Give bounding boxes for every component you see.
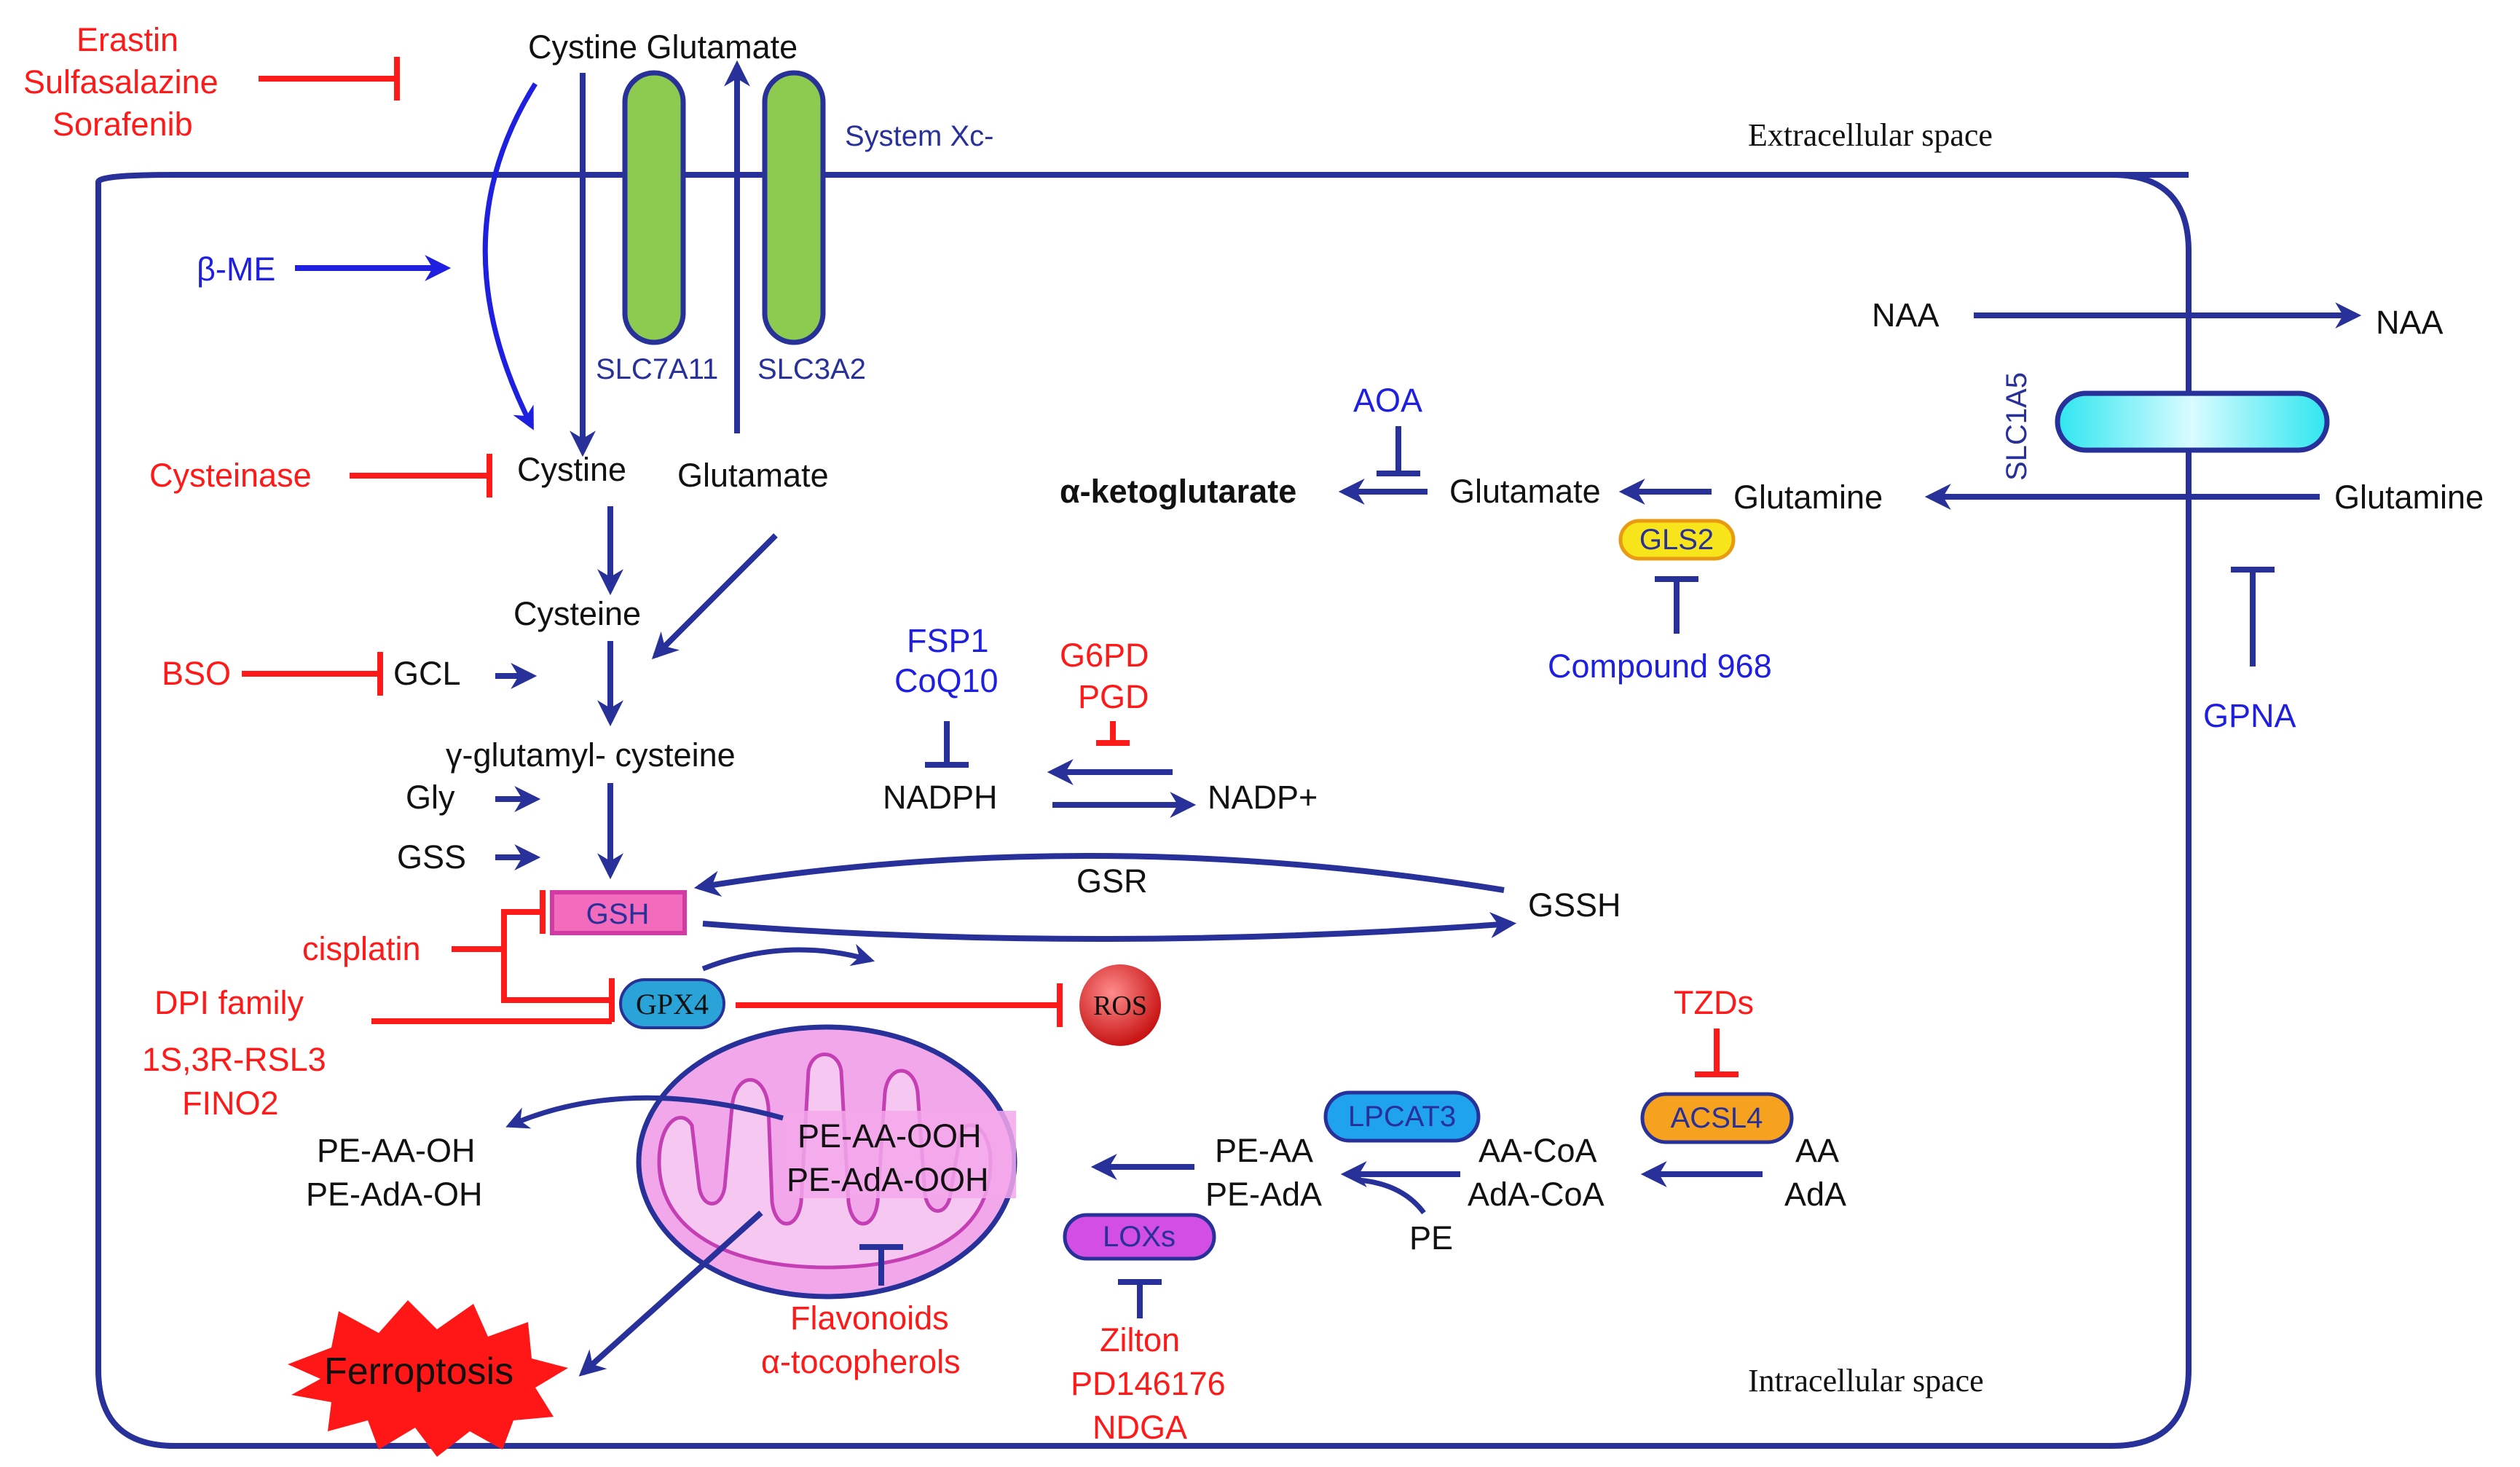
beta-me-curve-arrow [482, 82, 538, 430]
ada-coa-label: AdA-CoA [1468, 1176, 1604, 1213]
gpx4-label: GPX4 [636, 988, 709, 1020]
acsl4-label: ACSL4 [1671, 1102, 1763, 1134]
dpi-family-label: DPI family [154, 984, 304, 1021]
glutamine-extracellular-label: Glutamine [2334, 479, 2484, 516]
beta-me-label: β-ME [197, 251, 275, 288]
cystine-label: Cystine [517, 451, 626, 488]
tzds-label: TZDs [1674, 984, 1754, 1021]
lpcat3-label: LPCAT3 [1348, 1101, 1456, 1133]
cystine-glutamate-label: Cystine Glutamate [528, 28, 798, 66]
pgd-label: PGD [1078, 678, 1149, 715]
fsp1-label: FSP1 [907, 622, 989, 659]
slc1a5-label: SLC1A5 [2001, 372, 2033, 481]
naa-inside-label: NAA [1872, 296, 1940, 334]
cisplatin-label: cisplatin [302, 930, 421, 967]
gsh-box [550, 890, 687, 935]
flavonoids-label: Flavonoids [790, 1299, 949, 1337]
pe-ada-ooh-label: PE-AdA-OOH [787, 1161, 989, 1198]
nadph-label: NADPH [883, 779, 998, 816]
system-xc-label: System Xc- [845, 120, 993, 152]
ferroptosis-label: Ferroptosis [324, 1350, 513, 1393]
pe-aa-ooh-label: PE-AA-OOH [798, 1117, 982, 1155]
loxs-label: LOXs [1103, 1221, 1176, 1253]
aoa-label: AOA [1353, 382, 1422, 419]
pe-label: PE [1409, 1219, 1453, 1256]
pe-join-curve [1358, 1177, 1426, 1215]
cell-membrane [95, 172, 2192, 1449]
ferroptosis-burst [288, 1300, 568, 1457]
ros-label: ROS [1093, 991, 1147, 1021]
glutamate-intracellular-label: Glutamate [677, 457, 829, 494]
gcl-label: GCL [393, 655, 461, 692]
pd146176-label: PD146176 [1071, 1365, 1226, 1402]
alpha-ketoglutarate-label: α-ketoglutarate [1060, 473, 1296, 510]
pe-aa-oh-label: PE-AA-OH [317, 1132, 476, 1169]
ada-label: AdA [1784, 1176, 1846, 1213]
ros-sphere [1079, 964, 1161, 1046]
gsh-to-gpx4-arrow [701, 943, 875, 972]
aa-coa-label: AA-CoA [1478, 1132, 1597, 1169]
aa-label: AA [1795, 1132, 1839, 1169]
tocopherols-label: α-tocopherols [761, 1343, 961, 1380]
glutamate-to-gcl-arrow [651, 533, 778, 660]
ooh-to-oh-arrow [505, 1095, 784, 1129]
fino2-label: FINO2 [182, 1085, 279, 1122]
ndga-label: NDGA [1092, 1409, 1187, 1446]
g6pd-label: G6PD [1060, 637, 1149, 674]
slc3a2-label: SLC3A2 [757, 353, 866, 385]
gss-label: GSS [397, 838, 466, 876]
naa-outside-label: NAA [2376, 304, 2444, 341]
slc7a11-label: SLC7A11 [596, 353, 718, 385]
slc1a5-transporter [2055, 390, 2330, 453]
intracellular-space-label: Intracellular space [1748, 1363, 1984, 1399]
cysteine-label: Cysteine [513, 595, 641, 632]
loxs-box [1063, 1213, 1216, 1261]
cisplatin-bracket [501, 909, 612, 1003]
nadp-label: NADP+ [1208, 779, 1318, 816]
sulfasalazine-label: Sulfasalazine [23, 63, 218, 101]
lpcat3-box [1323, 1090, 1481, 1143]
gsh-to-gssh-arrow [702, 912, 1517, 942]
coq10-label: CoQ10 [894, 662, 999, 699]
gly-label: Gly [406, 779, 455, 816]
slc7a11-transporter [622, 70, 686, 345]
acsl4-box [1640, 1092, 1794, 1144]
to-ferroptosis-arrow [578, 1211, 763, 1377]
cysteinase-label: Cysteinase [149, 457, 312, 494]
gls2-label: GLS2 [1639, 524, 1714, 556]
zilton-label: Zilton [1100, 1321, 1180, 1358]
pe-ada-label: PE-AdA [1205, 1176, 1322, 1213]
compound-968-label: Compound 968 [1548, 648, 1772, 685]
gssh-label: GSSH [1528, 886, 1621, 924]
gsr-label: GSR [1076, 862, 1148, 900]
pe-aa-label: PE-AA [1215, 1132, 1313, 1169]
sorafenib-label: Sorafenib [52, 106, 193, 143]
gpna-label: GPNA [2203, 697, 2296, 734]
pe-ada-oh-label: PE-AdA-OH [306, 1176, 483, 1213]
bso-label: BSO [162, 655, 231, 692]
glutamine-intracellular-label: Glutamine [1733, 479, 1883, 516]
glutamate-mid-label: Glutamate [1449, 473, 1601, 510]
gsh-label: GSH [586, 898, 650, 930]
gssh-to-gsh-arrow [693, 853, 1505, 897]
rsl3-label: 1S,3R-RSL3 [142, 1041, 326, 1078]
erastin-label: Erastin [76, 21, 178, 58]
gpx4-box [619, 978, 725, 1029]
slc3a2-transporter [762, 70, 826, 345]
extracellular-space-label: Extracellular space [1748, 117, 1993, 153]
gls2-box [1618, 519, 1736, 561]
gamma-glutamyl-cysteine-label: γ-glutamyl- cysteine [446, 736, 736, 774]
pe-ooh-backdrop [783, 1111, 1016, 1198]
